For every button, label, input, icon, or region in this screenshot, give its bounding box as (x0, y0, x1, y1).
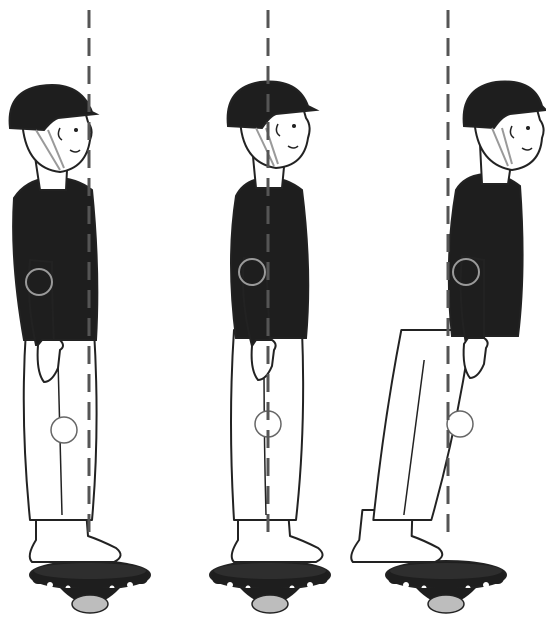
figure-right (351, 10, 546, 613)
hovershoe-skate-left (30, 561, 150, 613)
hovershoe-skate-right (386, 561, 506, 613)
knee-joint-marker (51, 417, 77, 443)
hand-right (464, 338, 488, 378)
figure-center (210, 10, 330, 613)
shirt-left (13, 178, 97, 340)
legs-right (351, 330, 472, 562)
shirt-center (231, 178, 308, 338)
hovershoe-skate-center (210, 561, 330, 613)
figure-left (10, 10, 150, 613)
legs-center (231, 330, 323, 562)
knee-joint-marker-right (447, 411, 473, 437)
shirt-right (449, 174, 523, 336)
